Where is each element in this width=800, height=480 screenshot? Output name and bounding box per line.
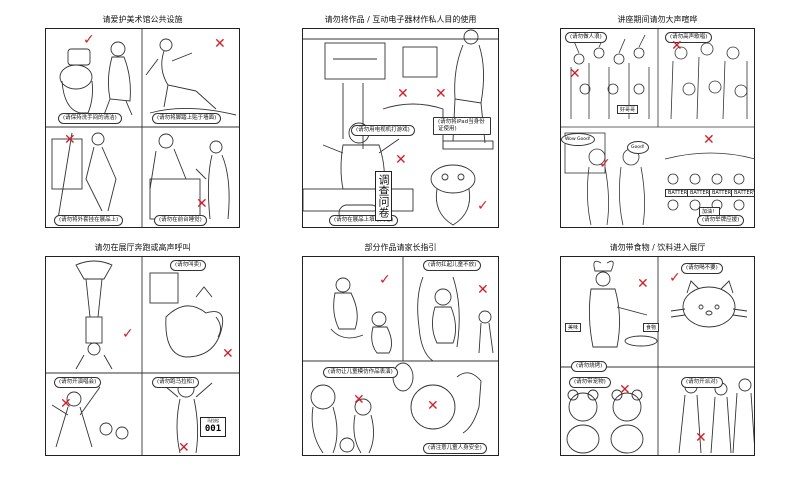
caption: (请勿烧烤) (571, 361, 608, 372)
x-icon: ✕ (60, 396, 72, 412)
panel-frame: (请勿做人浪) (请勿高声歌唱) (请勿举牌应援) Wow Good! Good… (560, 28, 755, 228)
fan-sign: 加油！ (699, 207, 721, 216)
fan-sign: 好哥哥 (617, 105, 639, 114)
panel-title: 讲座期间请勿大声喧哗 (617, 15, 698, 24)
x-icon: ✕ (695, 430, 707, 446)
x-icon: ✕ (214, 36, 226, 52)
speech-bubble: Wow Good! (561, 133, 595, 146)
panel-title: 请勿将作品 / 互动电子器材作私人目的使用 (324, 15, 477, 24)
check-icon: ✓ (122, 326, 134, 342)
panel-frame: (请勿叫卖) (请勿开演唱会) (请勿跑马拉松) 马拉松 001 ✓ ✕ ✕ ✕ (45, 256, 240, 456)
x-icon: ✕ (427, 398, 439, 414)
caption: (请勿将脚踏上贴于墙面) (152, 113, 222, 124)
caption: (请勿在前台睡觉) (154, 215, 207, 226)
caption: (请注意儿童人身安全) (423, 443, 487, 454)
x-icon: ✕ (178, 440, 190, 456)
speech-bubble: Good! (627, 141, 649, 154)
panel-frame: (请勿扛起儿童不放) (请勿让儿童模仿作品表演) (请注意儿童人身安全) ✓ ✕… (302, 256, 499, 456)
panel-illustration (46, 29, 239, 227)
bib-number: 001 (204, 424, 222, 434)
caption: (请勿将iPad当身份证使用) (433, 117, 491, 135)
caption: (请勿让儿童模仿作品表演) (323, 367, 398, 378)
caption: (请勿喝不要) (681, 263, 723, 274)
x-icon: ✕ (569, 66, 581, 82)
panel-title: 请爱护美术馆公共设施 (102, 15, 183, 24)
x-icon: ✕ (397, 86, 409, 102)
x-icon: ✕ (222, 346, 234, 362)
questionnaire-sign: 调查问卷 (375, 171, 392, 221)
race-bib: 马拉松 001 (200, 417, 226, 437)
fan-sign: BATTERY (731, 189, 754, 197)
check-icon: ✓ (599, 156, 611, 172)
x-icon: ✕ (435, 86, 447, 102)
x-icon: ✕ (619, 382, 631, 398)
panel-electronic-devices: 请勿将作品 / 互动电子器材作私人目的使用 (请勿用电视机打游戏) (302, 0, 499, 240)
caption: (请勿在展品上填写问卷) (329, 215, 399, 226)
panel-running-shouting: 请勿在展厅奔跑或高声呼叫 (请勿叫卖) (请勿开演 (45, 228, 240, 468)
x-icon: ✕ (64, 132, 76, 148)
caption: (请勿跑马拉松) (152, 377, 200, 388)
x-icon: ✕ (477, 282, 489, 298)
x-icon: ✕ (353, 392, 365, 408)
panel-public-facilities: 请爱护美术馆公共设施 (45, 0, 240, 240)
caption: (请勿叫卖) (170, 260, 207, 271)
food-sign: 食物 (643, 323, 660, 332)
panel-title: 请勿带食物 / 饮料进入展厅 (609, 243, 706, 252)
caption: (请勿扛起儿童不放) (423, 260, 482, 271)
caption: (请保持洗手间的清洁) (58, 113, 122, 124)
x-icon: ✕ (671, 38, 683, 54)
panel-frame: (请勿用电视机打游戏) (请勿将iPad当身份证使用) (请勿在展品上填写问卷)… (302, 28, 499, 228)
caption: (请勿开派对) (681, 377, 723, 388)
panel-frame: (请保持洗手间的清洁) (请勿将脚踏上贴于墙面) (请勿将外套挂在展品上) (请… (45, 28, 240, 228)
caption: (请勿将外套挂在展品上) (54, 215, 124, 226)
panel-no-food-drink: 请勿带食物 / 饮料进入展厅 (560, 228, 755, 468)
panel-illustration (561, 29, 754, 226)
check-icon: ✓ (379, 272, 391, 288)
check-icon: ✓ (83, 32, 95, 48)
x-icon: ✕ (637, 276, 649, 292)
panel-lecture-noise: 讲座期间请勿大声喧哗 (560, 0, 755, 240)
panel-title: 请勿在展厅奔跑或高声呼叫 (94, 243, 191, 252)
panel-parent-guidance: 部分作品请家长指引 (请勿扛起 (302, 228, 499, 468)
caption: (请勿举牌应援) (697, 215, 745, 226)
check-icon: ✓ (477, 198, 489, 214)
panel-illustration (303, 257, 498, 454)
caption: (请勿开演唱会) (54, 377, 102, 388)
x-icon: ✕ (703, 132, 715, 148)
bib-label: 马拉松 (207, 418, 219, 423)
panel-illustration (561, 257, 754, 455)
panel-frame: (请勿烧烤) (请勿带宠物) (请勿喝不要) (请勿开派对) 美味 食物 ✕ ✓… (560, 256, 755, 456)
caption: (请勿用电视机打游戏) (351, 125, 415, 136)
x-icon: ✕ (196, 196, 208, 212)
food-sign: 美味 (565, 323, 582, 332)
check-icon: ✓ (669, 270, 681, 286)
caption: (请勿带宠物) (569, 377, 611, 388)
caption: (请勿高声歌唱) (665, 32, 713, 43)
x-icon: ✕ (395, 152, 407, 168)
panel-illustration (46, 257, 239, 455)
panel-title: 部分作品请家长指引 (364, 243, 437, 252)
caption: (请勿做人浪) (565, 32, 607, 43)
